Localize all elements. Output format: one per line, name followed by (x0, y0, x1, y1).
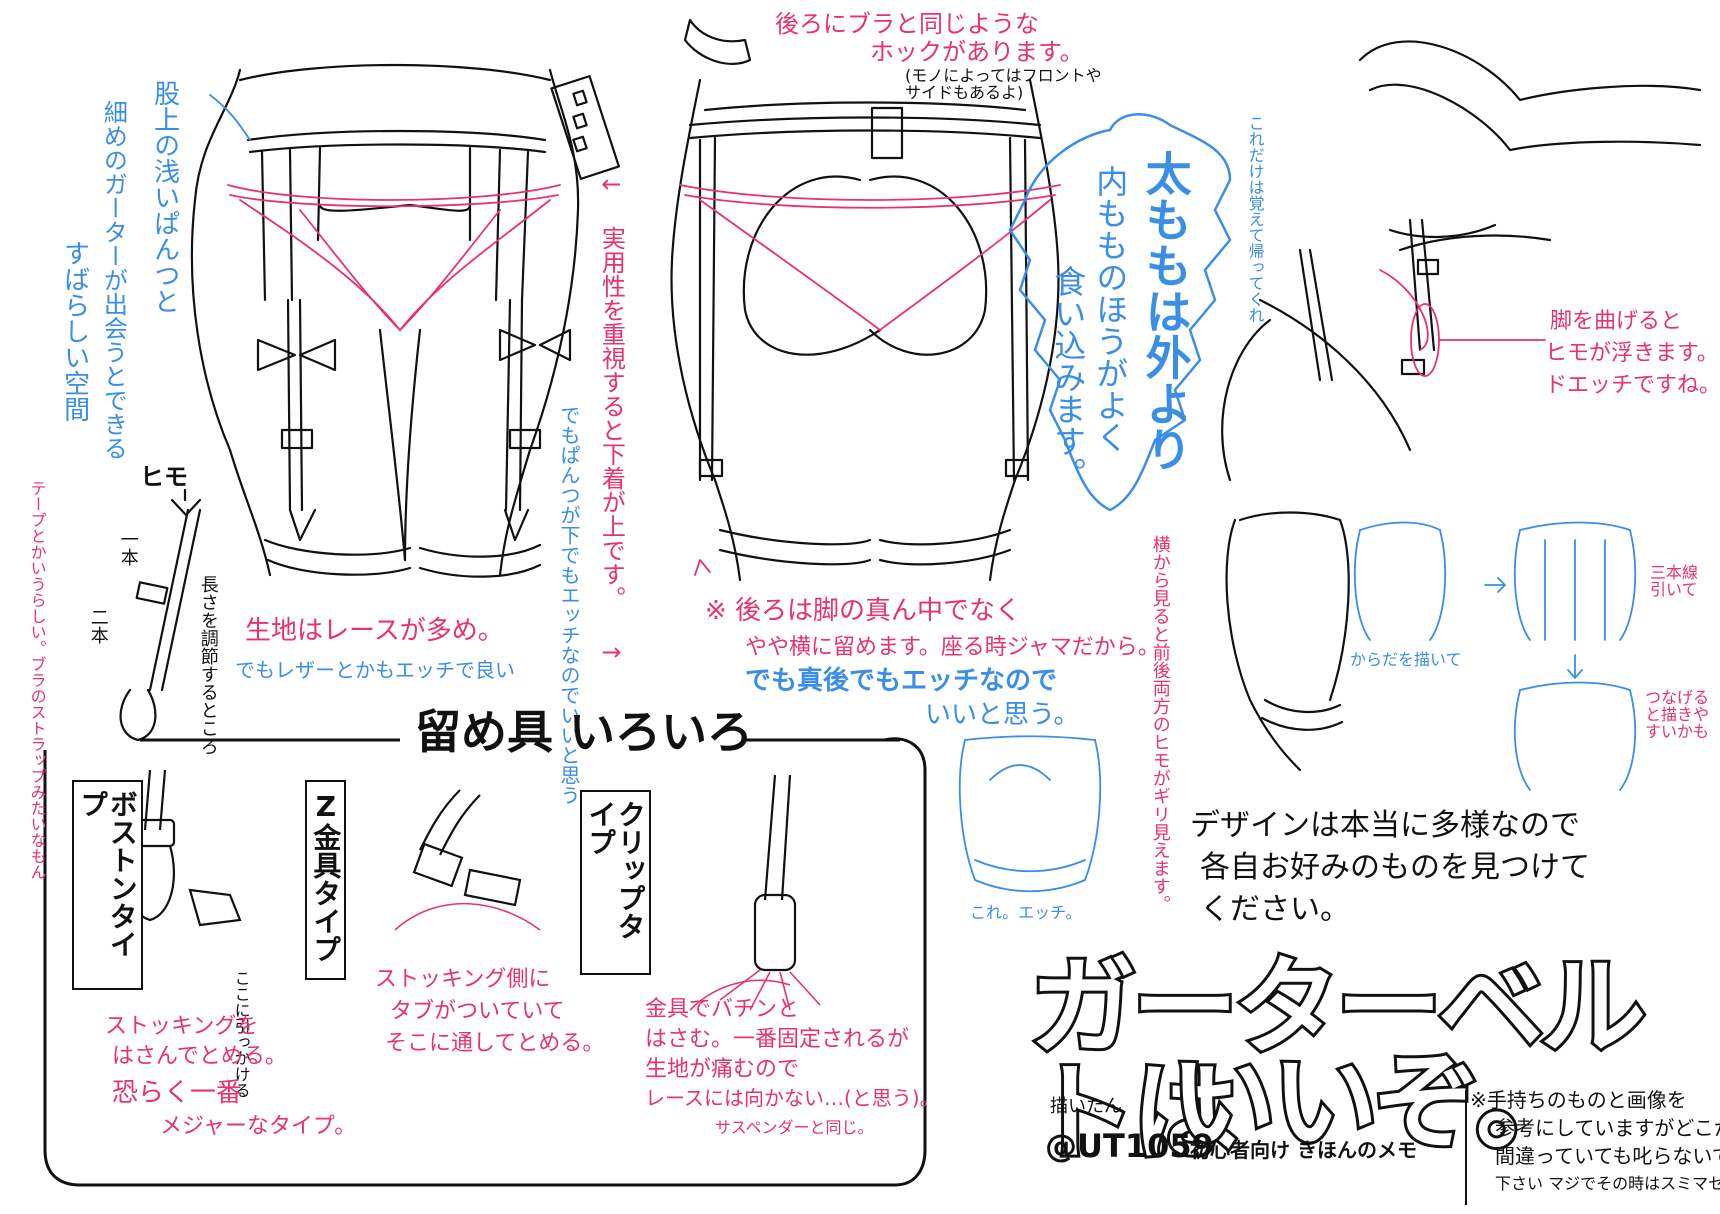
boston-extra-line2: メジャーなタイプ。 (160, 1114, 357, 1139)
front-hips-outline (190, 68, 272, 577)
clip-desc-line4: レースには向かない…(と思う)。 (645, 1086, 940, 1110)
bend-note-line1: 脚を曲げると (1550, 309, 1683, 334)
clip-desc-line2: はさむ。一番固定されるが (645, 1027, 910, 1052)
double-strap-label: 二本 (87, 608, 109, 644)
clip-type-label: クリップタイプ (580, 790, 651, 975)
credit-drawn-by: 描いたん (1050, 1096, 1122, 1117)
boston-extra-line1: 恐らく一番 (112, 1078, 243, 1108)
main-title-line1: ガーターベルトは (1027, 946, 1649, 1175)
side-view-note: 横から見ると前後両方のヒモがギリ見えます。 (1149, 535, 1171, 913)
himo-label: ヒモ (140, 463, 188, 491)
fabric-note-line1: 生地はレースが多め。 (245, 616, 504, 646)
panties-note: でもぱんつが下でもエッチなのでいいと思う (557, 405, 581, 805)
low-rise-note-line2: 細めのガーターが出会うとできる (99, 100, 128, 460)
back-placement-line2: やや横に留めます。座る時ジャマだから。 (745, 635, 1160, 660)
disclaimer-line1: ※手持ちのものと画像を (1470, 1088, 1687, 1112)
disclaimer-divider (1465, 1090, 1467, 1205)
back-placement-line3: でも真後でもエッチなので (745, 666, 1058, 696)
z-desc-line3: そこに通してとめる。 (385, 1031, 605, 1056)
draw-body-caption: からだを描いて (1350, 650, 1462, 669)
design-note-line1: デザインは本当に多様なので (1190, 808, 1580, 843)
clip-extra: サスペンダーと同じ。 (715, 1118, 874, 1137)
disclaimer-line3: 間違っていても叱らないで (1495, 1144, 1720, 1168)
back-hook-note-line2: ホックがあります。 (870, 38, 1084, 66)
back-placement-line1: ※ 後ろは脚の真ん中でなく (705, 596, 1022, 626)
thigh-bubble-line1: 太ももは外より (1138, 150, 1193, 472)
z-metal-type-label: Z金具タイプ (305, 780, 347, 980)
tape-note: テープとかいうらしい。ブラのストラップみたいなもん (27, 480, 47, 880)
three-lines-caption: 三本線引いて (1650, 563, 1699, 599)
disclaimer-line4: 下さい マジでその時はスミマセン (1495, 1174, 1720, 1193)
bend-note-line3: ドエッチですね。 (1545, 373, 1720, 398)
practicality-note: ← 実用性を重視すると下着が上です。 → (597, 170, 626, 666)
thigh-bubble-line3: 食い込みます。 (1049, 265, 1088, 489)
design-note-line3: ください。 (1200, 892, 1350, 927)
remember-note: これだけは覚えて帰ってくれ (1245, 115, 1265, 323)
low-rise-note-line1: 股上の浅いぱんつと (149, 80, 180, 314)
clasp-section-title: 留め具 いろいろ (415, 705, 754, 759)
adjuster-label: 長さを調節するところ (197, 575, 219, 755)
back-placement-line4: いいと思う。 (925, 700, 1080, 730)
back-hook-note-line1: 後ろにブラと同じような (775, 10, 1039, 38)
this-naughty-caption: これ。エッチ。 (970, 903, 1082, 922)
clip-desc-line1: 金具でバチンと (645, 997, 800, 1022)
main-title-line2: いいぞ。 (1167, 1041, 1585, 1164)
disclaimer-line2: 参考にしていますがどこか (1495, 1116, 1720, 1140)
boston-desc-line2: はさんでとめる。 (112, 1044, 287, 1069)
boston-type-label: ボストンタイプ (72, 780, 143, 990)
credit-author: @UT1059 (1045, 1127, 1214, 1165)
thigh-bubble-line2: 内もものほうがよく (1091, 165, 1130, 453)
boston-desc-line1: ストッキングを (105, 1014, 259, 1039)
bend-note-line2: ヒモが浮きます。 (1545, 341, 1719, 366)
design-note-line2: 各自お好みのものを見つけて (1200, 850, 1590, 885)
single-strap-label: 一本 (117, 530, 139, 566)
thigh-speech-bubble (1008, 113, 1232, 512)
credit-subtitle: 初心者向け きほんのメモ (1190, 1138, 1417, 1162)
z-desc-line1: ストッキング側に (375, 967, 551, 992)
connect-caption: つなげると描きやすいかも (1645, 688, 1710, 741)
clip-desc-line3: 生地が痛むので (645, 1057, 800, 1082)
back-hook-note-line3: (モノによってはフロントやサイドもあるよ) (905, 66, 1102, 102)
z-desc-line2: タブがついていて (390, 999, 565, 1024)
clasp-section-frame (43, 737, 927, 1187)
fabric-note-line2: でもレザーとかもエッチで良い (235, 658, 515, 682)
low-rise-note-line3: すばらしい空間 (59, 240, 90, 422)
